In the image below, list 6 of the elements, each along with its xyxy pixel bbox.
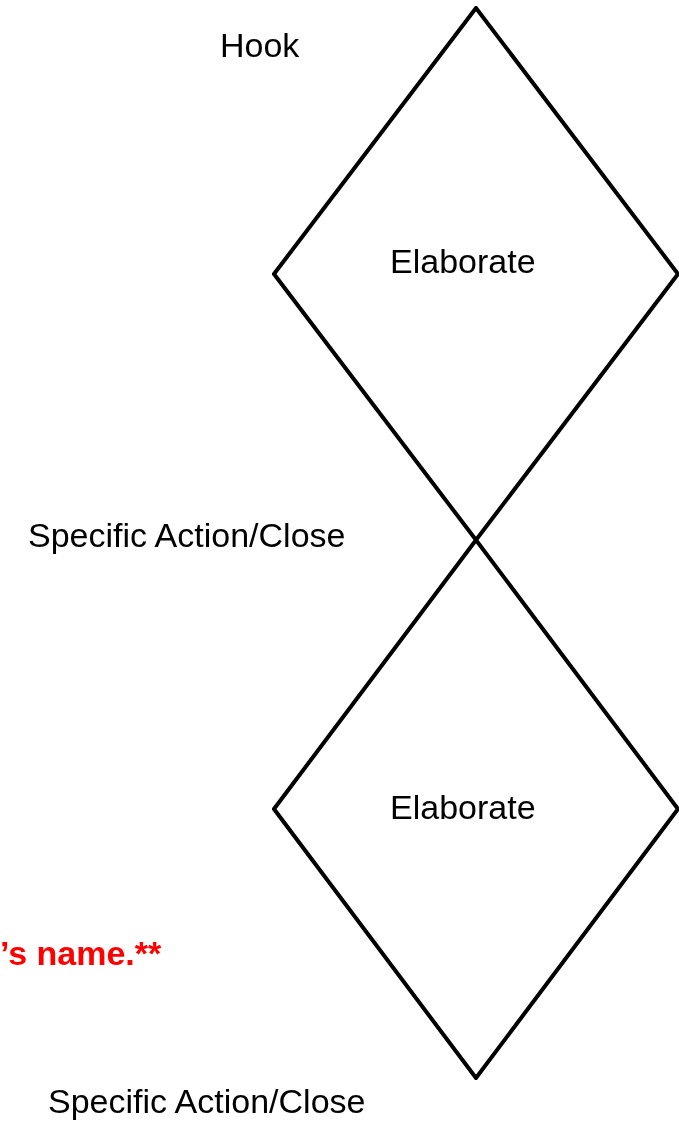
diamond-label: Elaborate <box>390 788 536 827</box>
stage-label: Specific Action/Close <box>28 516 346 555</box>
stage-label: Specific Action/Close <box>48 1082 366 1121</box>
stage-label: Hook <box>220 26 300 65</box>
note-fragment: ’s name.** <box>0 934 162 973</box>
diamond-label: Elaborate <box>390 242 536 281</box>
